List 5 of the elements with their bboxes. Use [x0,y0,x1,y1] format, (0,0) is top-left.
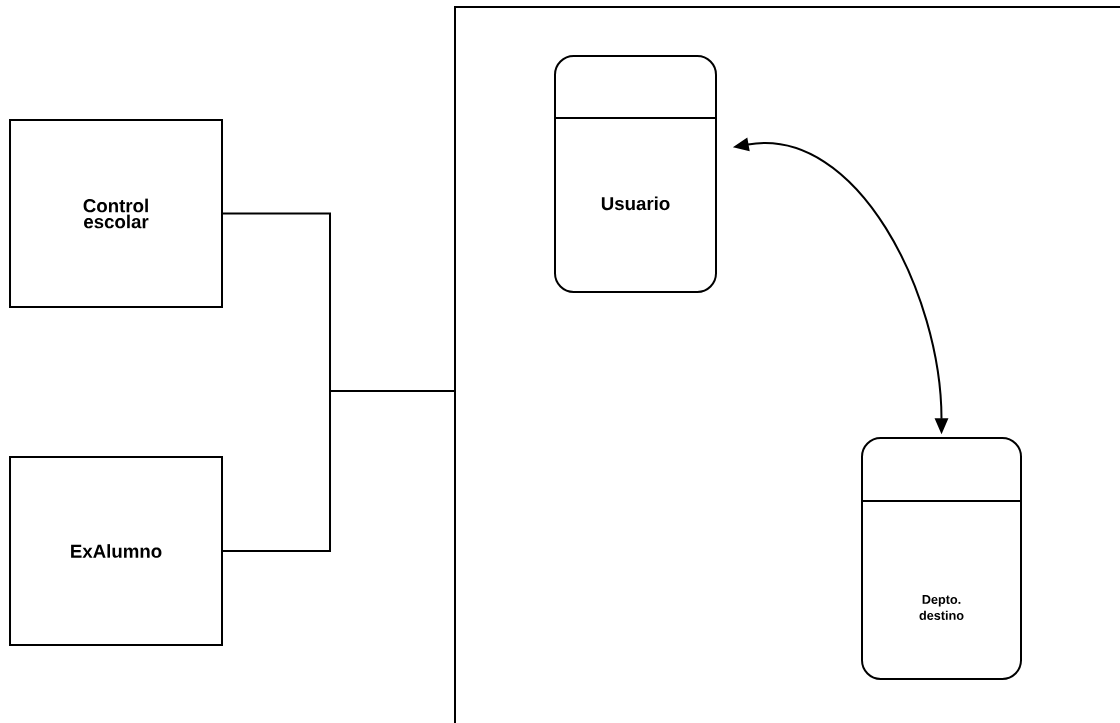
data-store: Depto. destino [860,437,1023,680]
system-boundary [454,6,1120,723]
entity-box: ExAlumno [9,456,223,646]
data-store: Usuario [553,55,718,293]
entity-box: Control escolar [9,119,223,308]
